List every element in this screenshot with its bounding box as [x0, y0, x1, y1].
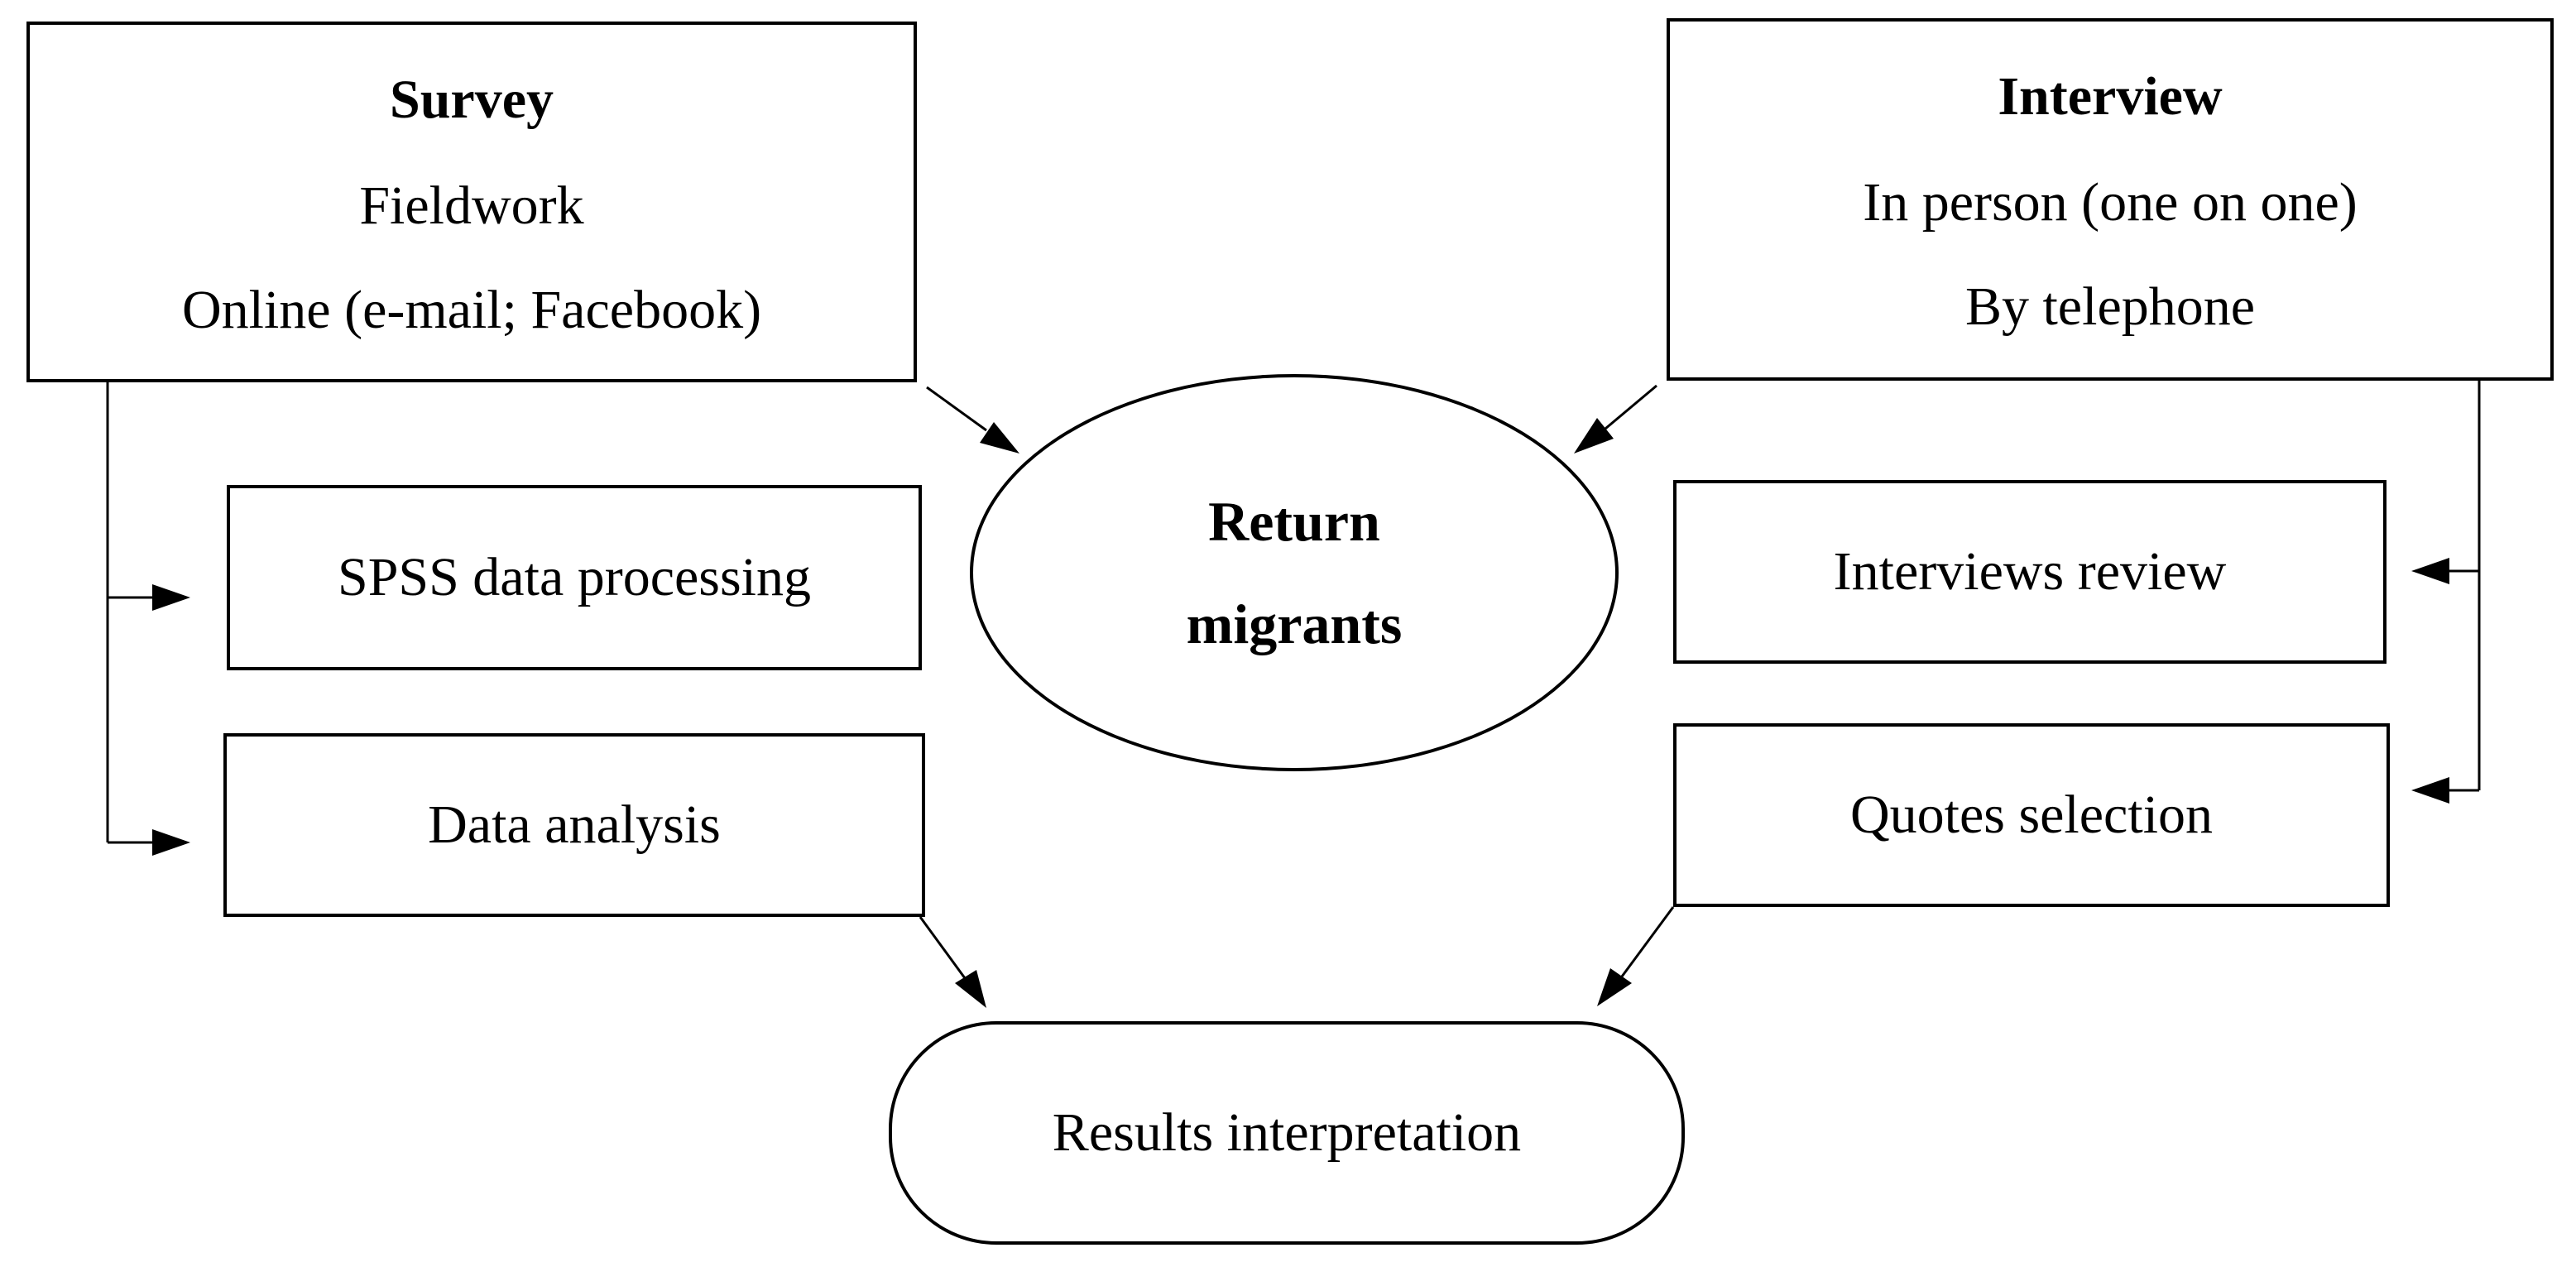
results-interpretation-node: Results interpretation — [889, 1021, 1685, 1245]
interviews-review-box: Interviews review — [1673, 480, 2387, 664]
connector-interview-branch — [2411, 381, 2481, 804]
interview-title: Interview — [1998, 66, 2223, 127]
quotes-selection-label: Quotes selection — [1849, 785, 2214, 845]
data-analysis-box: Data analysis — [223, 733, 925, 917]
arrow-analysis-to-results — [919, 916, 986, 1008]
interview-method-telephone: By telephone — [1964, 276, 2256, 337]
spss-processing-box: SPSS data processing — [227, 485, 922, 670]
quotes-selection-box: Quotes selection — [1673, 723, 2390, 907]
connector-survey-branch — [106, 381, 190, 856]
data-analysis-label: Data analysis — [428, 794, 721, 855]
survey-box: Survey Fieldwork Online (e-mail; Faceboo… — [26, 22, 917, 382]
spss-processing-label: SPSS data processing — [337, 547, 812, 607]
interview-method-in-person: In person (one on one) — [1863, 172, 2358, 233]
survey-title: Survey — [390, 70, 554, 130]
arrow-interview-to-center — [1574, 384, 1657, 454]
return-migrants-node: Return migrants — [970, 374, 1619, 771]
return-migrants-line2: migrants — [1186, 593, 1403, 655]
survey-method-fieldwork: Fieldwork — [359, 175, 584, 236]
arrow-quotes-to-results — [1597, 906, 1675, 1006]
arrow-survey-to-center — [926, 386, 1019, 454]
results-interpretation-label: Results interpretation — [1052, 1102, 1522, 1163]
survey-method-online: Online (e-mail; Facebook) — [181, 280, 762, 340]
return-migrants-line1: Return — [1208, 490, 1380, 553]
interviews-review-label: Interviews review — [1833, 541, 2227, 602]
interview-box: Interview In person (one on one) By tele… — [1667, 18, 2554, 381]
